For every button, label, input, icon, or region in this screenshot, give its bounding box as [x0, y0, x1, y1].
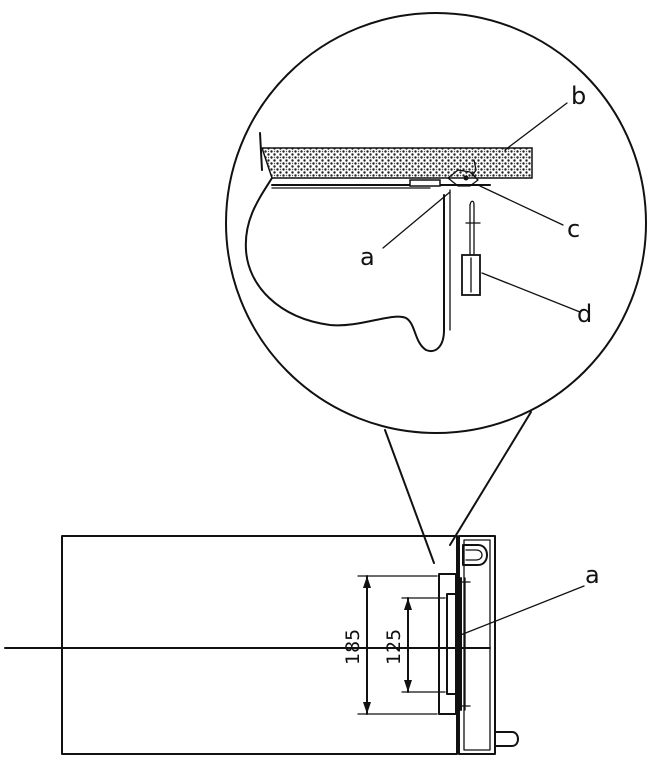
label-b: b	[571, 82, 586, 110]
side-frame	[458, 535, 496, 755]
label-d: d	[577, 300, 592, 328]
callout-line-left	[384, 429, 435, 564]
detail-view: b c a d	[225, 12, 647, 564]
label-a-detail: a	[360, 243, 375, 271]
main-view: 185 125 a	[4, 535, 600, 755]
dim-185-arrow-top	[363, 576, 371, 588]
leader-c	[479, 185, 564, 226]
connector-dot	[463, 175, 469, 181]
dim-125-arrow-bottom	[404, 680, 412, 692]
leader-d	[481, 272, 581, 313]
magnifier-circle	[225, 12, 647, 434]
label-a-main: a	[585, 561, 600, 589]
connector-block	[409, 179, 441, 187]
dim-125-label: 125	[383, 629, 405, 665]
leader-a-detail	[382, 191, 451, 249]
leader-b	[504, 102, 568, 151]
panel-edge	[259, 132, 263, 171]
stippled-panel	[260, 147, 533, 179]
connector-clip	[447, 169, 479, 187]
leader-a-main	[457, 585, 585, 637]
side-frame-inner	[463, 539, 491, 751]
dim-185-label: 185	[342, 629, 364, 665]
dim-125-arrow-top	[404, 598, 412, 610]
rod-hook	[469, 200, 475, 206]
callout-line-right	[449, 411, 532, 546]
connector-pin	[471, 159, 477, 177]
top-hinge-inner	[465, 549, 483, 561]
dim-185-arrow-bottom	[363, 702, 371, 714]
mount-plate-inner	[446, 593, 457, 695]
top-hinge	[462, 544, 488, 566]
bottom-handle	[494, 731, 519, 747]
label-c: c	[567, 215, 580, 243]
curved-body	[244, 177, 445, 352]
